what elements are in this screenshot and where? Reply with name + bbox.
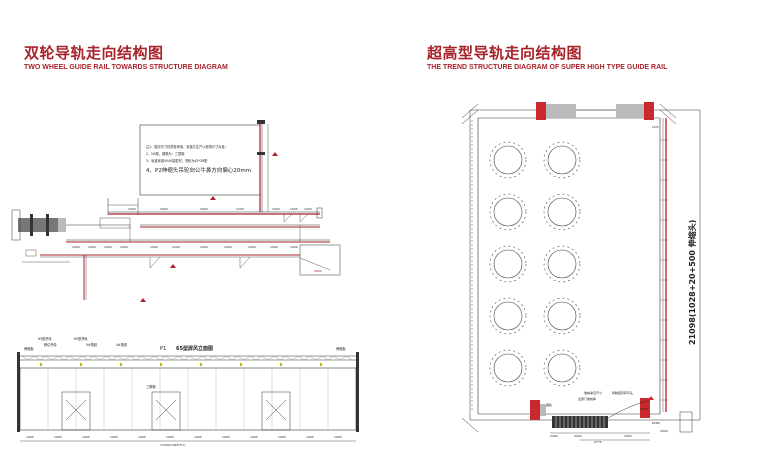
- bottom-red-block-left: [530, 400, 540, 420]
- elev-dim-11: 1000: [306, 435, 314, 439]
- right-title-cn: 超高型导轨走向结构图: [427, 44, 583, 62]
- elev-dim-2: 1000: [54, 435, 62, 439]
- note-storage: 全部门收纳库: [578, 396, 596, 401]
- elev-dim-total: 17000(7048*5=): [160, 443, 185, 447]
- table-r1c1: [489, 141, 527, 179]
- label-tripod: 三脚钢: [146, 384, 156, 389]
- bottom-red-block-right: [640, 398, 650, 418]
- label-expand-left: 伸缩板: [24, 346, 34, 351]
- label-elevation: 65型屏风立面图: [176, 345, 213, 352]
- elev-dim-5: 1000: [138, 435, 146, 439]
- dim-top-3: 2000: [200, 207, 208, 211]
- note-2: 2、N0型，钢筋为：三层钢: [146, 151, 184, 156]
- dim-4000: 4000: [574, 434, 582, 438]
- dim-red: 2800: [314, 269, 322, 273]
- top-red-block-right: [644, 102, 654, 120]
- table-r2c2: [543, 193, 581, 231]
- dim-6289: 6289: [652, 421, 660, 425]
- dim-3400b: 3400: [660, 429, 668, 433]
- label-5-angle: 5#角铁: [86, 342, 98, 347]
- storage-block: [18, 218, 58, 232]
- dim-top-5: 1000: [272, 207, 280, 211]
- plan-diagram: 注1、图中尺寸仅供参考用，安装与生产以现场尺寸为准； 2、N0型，钢筋为：三层钢…: [11, 120, 341, 302]
- table-r5c2: [543, 349, 581, 387]
- dim-top-7: 1000: [304, 207, 312, 211]
- dim-bottom-10: 1000: [270, 245, 278, 249]
- tick-label: 1028: [652, 125, 659, 129]
- dim-top-4: 1000: [236, 207, 244, 211]
- dim-top-6: 1000: [290, 207, 298, 211]
- top-red-block-left: [536, 102, 546, 120]
- elev-dim-1: 1000: [26, 435, 34, 439]
- dim-top-1: 1000: [128, 207, 136, 211]
- dim-bottom-11: 1000: [290, 245, 298, 249]
- table-r1c2: [543, 141, 581, 179]
- elev-dim-8: 1000: [222, 435, 230, 439]
- label-4-angle: 4#角铁: [116, 342, 128, 347]
- dim-1232: 1232: [640, 407, 648, 411]
- dim-bottom-6: 1000: [172, 245, 180, 249]
- dim-bottom-2: 1000: [88, 245, 96, 249]
- dim-top-2: 2000: [160, 207, 168, 211]
- vertical-dim: 21098(1028+20+500 伸缩头): [687, 220, 697, 345]
- elev-dim-4: 1000: [110, 435, 118, 439]
- dim-bottom-9: 1000: [248, 245, 256, 249]
- dim-6775: 6775: [594, 440, 602, 444]
- dim-bottom-3: 1000: [104, 245, 112, 249]
- elev-dim-3: 1000: [82, 435, 90, 439]
- super-high-plan: 1028 21098(1028+20+500 伸缩头): [461, 102, 701, 444]
- note-clearance: 收纳净空尺寸: [584, 390, 602, 395]
- table-r5c1: [489, 349, 527, 387]
- note-3: 3、轨道采用5040铝型材，滑轮为45*38型: [146, 158, 208, 163]
- left-title-en: TWO WHEEL GUIDE RAIL TOWARDS STRUCTURE D…: [24, 64, 228, 71]
- left-title-cn: 双轮导轨走向结构图: [24, 44, 164, 62]
- door-panel-1: [61, 391, 91, 431]
- label-road: 路轨: [546, 402, 552, 407]
- table-r3c1: [489, 245, 527, 283]
- elev-dim-7: 1000: [194, 435, 202, 439]
- table-r4c1: [489, 297, 527, 335]
- dim-bottom-4: 1000: [120, 245, 128, 249]
- table-r2c1: [489, 193, 527, 231]
- elev-dim-12: 1000: [334, 435, 342, 439]
- dim-2400: 2400: [550, 434, 558, 438]
- elev-dim-6: 1000: [166, 435, 174, 439]
- door-panel-2: [151, 391, 181, 431]
- note-curve-head: 特制弧形转弯头: [612, 390, 633, 395]
- dim-bottom-8: 1000: [224, 245, 232, 249]
- table-r3c2: [543, 245, 581, 283]
- label-shift-wheel: 移位吊轮: [44, 342, 58, 347]
- elevation-diagram: 65型吊轮 移位吊轮 伸缩板 65型滑轨 5#角铁 4#角铁 伸缩板 P1 65…: [17, 336, 359, 447]
- dim-bottom-5: 1000: [150, 245, 158, 249]
- label-expand-right: 伸缩板: [336, 346, 346, 351]
- dim-3400: 3400: [624, 434, 632, 438]
- right-title-en: THE TREND STRUCTURE DIAGRAM OF SUPER HIG…: [427, 64, 668, 71]
- table-r4c2: [543, 297, 581, 335]
- label-65-rail: 65型滑轨: [74, 336, 88, 341]
- elev-dim-10: 1000: [278, 435, 286, 439]
- elev-dim-9: 1000: [250, 435, 258, 439]
- dim-bottom-7: 1000: [200, 245, 208, 249]
- door-panel-3: [261, 391, 291, 431]
- dim-bottom-1: 1000: [72, 245, 80, 249]
- note-1: 注1、图中尺寸仅供参考用，安装与生产以现场尺寸为准；: [146, 144, 228, 149]
- label-p1: P1: [160, 346, 166, 352]
- note-main: 4、P2伸缩头吊轮向公牛鼻方向偏心20mm: [146, 166, 251, 174]
- label-65-wheel: 65型吊轮: [38, 336, 52, 341]
